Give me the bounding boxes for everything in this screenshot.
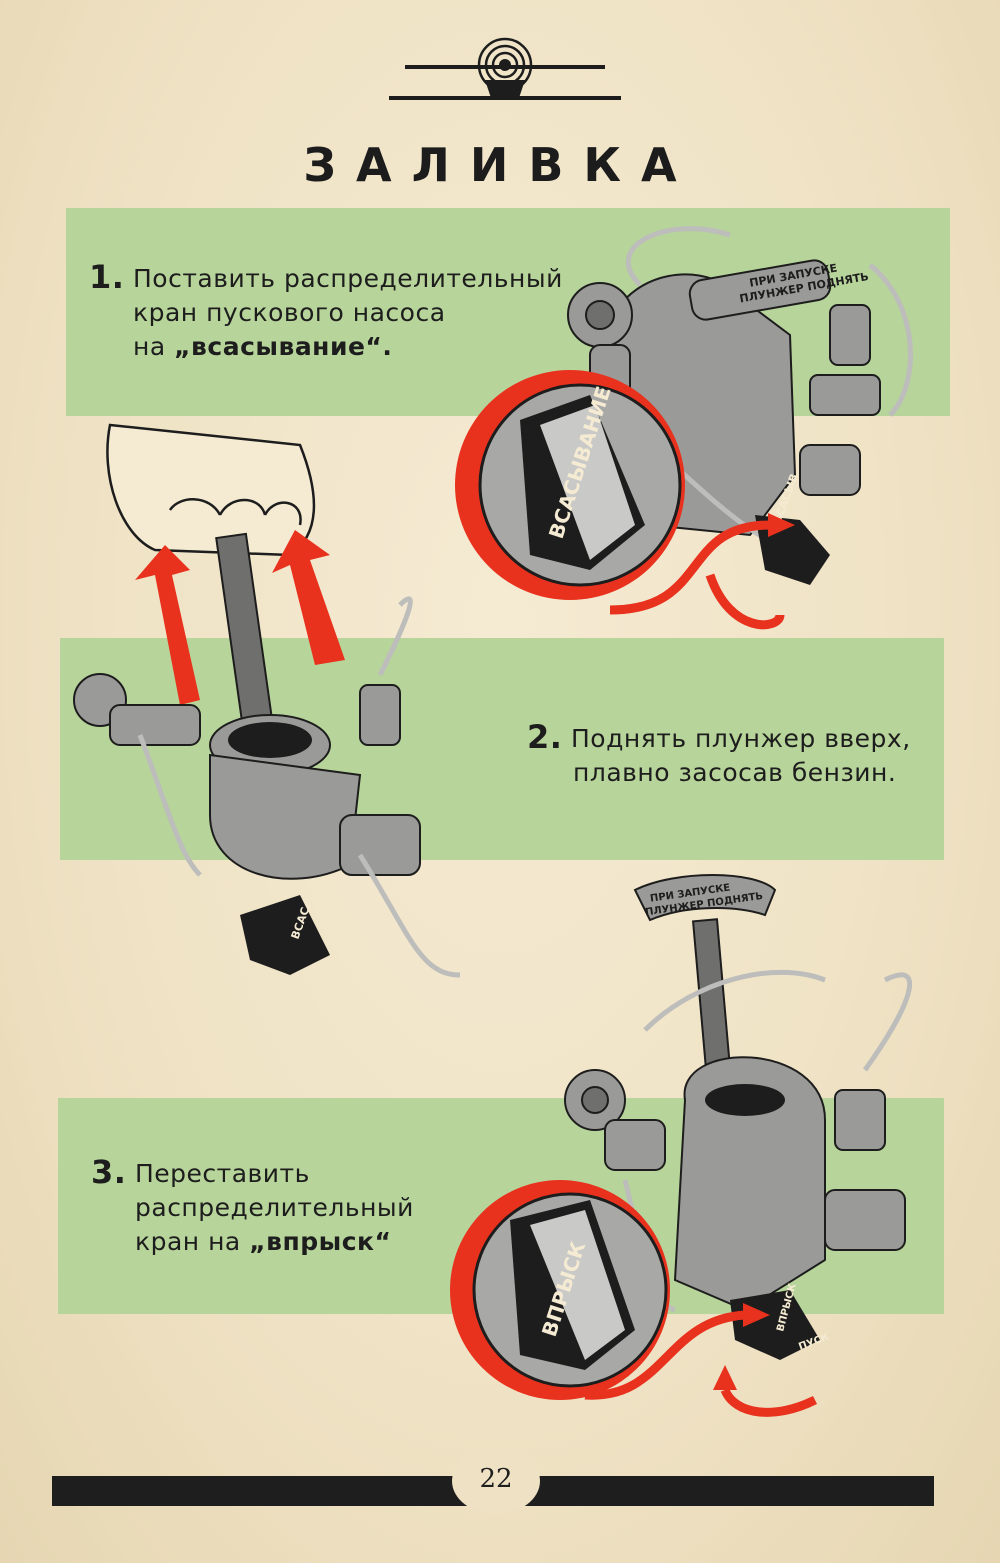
step-3-number: 3.	[91, 1153, 127, 1191]
red-up-arrow-icon	[272, 530, 345, 665]
step-2-line-2: плавно засосав бензин.	[573, 758, 897, 787]
page-number: 22	[479, 1464, 513, 1494]
step-1-line-3: на „всасывание“.	[133, 330, 563, 364]
pump-illustration-step-2: ВСАС.	[73, 423, 461, 978]
airplane-emblem-icon	[389, 37, 621, 100]
red-up-arrow-icon	[135, 545, 200, 705]
step-1-emphasis: „всасывание“.	[174, 332, 393, 361]
step-3-line-3: кран на „впрыск“	[135, 1225, 414, 1259]
step-1-line-1: Поставить распределительный	[133, 264, 563, 293]
step-3-line-2: распределительный	[135, 1193, 414, 1222]
step-1-line-2: кран пускового насоса	[133, 298, 446, 327]
step-1-line-3-prefix: на	[133, 332, 175, 361]
red-arrow-icon	[713, 1365, 737, 1390]
step-2-text: 2. Поднять плунжер вверх, плавно засосав…	[527, 720, 911, 790]
pump-illustration-step-1: ПРИ ЗАПУСКЕ ПЛУНЖЕР ПОДНЯТЬ ВСАСЫВ ВСАСЫ…	[455, 226, 913, 630]
page-title: ЗАЛИВКА	[303, 138, 697, 192]
step-2-line-1: Поднять плунжер вверх,	[571, 724, 911, 753]
step-1-text: 1. Поставить распределительный кран пуск…	[89, 260, 563, 364]
band-step-1	[66, 208, 950, 416]
pump-illustration-step-3: ПРИ ЗАПУСКЕ ПЛУНЖЕР ПОДНЯТЬ ВПРЫСК ПУСК …	[450, 874, 913, 1417]
step-3-line-3-prefix: кран на	[135, 1227, 250, 1256]
step-1-number: 1.	[89, 258, 125, 296]
band-step-2	[60, 638, 944, 860]
step-3-emphasis: „впрыск“	[249, 1227, 392, 1256]
step-3-line-1: Переставить	[135, 1159, 310, 1188]
step-2-number: 2.	[527, 718, 563, 756]
red-arrow-icon	[768, 513, 795, 537]
step-3-text: 3. Переставить распределительный кран на…	[91, 1155, 414, 1259]
page-number-badge: 22	[452, 1448, 540, 1514]
red-arrow-icon	[743, 1303, 770, 1327]
